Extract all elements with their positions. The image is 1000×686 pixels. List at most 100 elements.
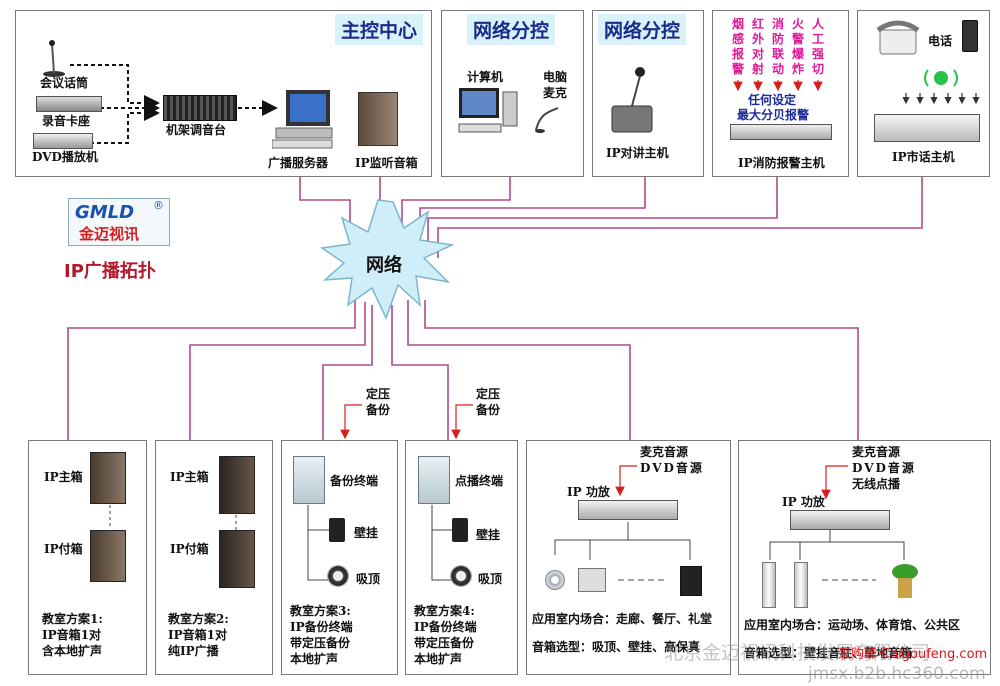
indoor-scene: 应用室内场合：走廊、餐厅、礼堂 [532,612,713,626]
backup-label-a2: 备份 [366,403,391,417]
backup-label-a1: 定压 [366,387,391,401]
dvd-player-icon [33,133,93,149]
monitor-speaker-icon [358,92,398,146]
outdoor-column-speaker-icon-1 [762,562,776,608]
plan1-box [28,440,147,675]
outdoor-scene: 应用室内场合：运动场、体育馆、公共区 [744,618,961,632]
logo-registered: ® [153,199,164,212]
dvd-label: DVD播放机 [32,150,98,164]
network-label: 网络 [366,255,402,276]
plan4-desc-4: 本地扩声 [414,652,463,666]
network-burst [319,199,455,320]
cassette-deck-icon [36,96,102,112]
fire-col-3: 消防联动 [771,17,784,76]
phone-label: 电话 [928,34,953,48]
company-watermark: 北京金迈视讯科技发展有限公司 [664,642,931,664]
indoor-source-2: DVD音源 [640,461,704,475]
plan3-desc-2: IP备份终端 [290,620,353,634]
fire-host-icon [730,124,832,140]
indoor-amp-label: IP 功放 [567,485,610,499]
plan3-terminal-icon [293,456,325,504]
backup-label-b1: 定压 [476,387,501,401]
phone-host-label: IP市话主机 [892,150,955,164]
audio-dashed-lines [70,64,278,144]
plan4-wall-speaker-icon [452,518,468,542]
company-logo: GMLD ® 金迈视讯 [68,198,170,246]
plan2-desc-2: IP音箱1对 [168,628,227,642]
telephone-icon [876,20,920,55]
plan4-desc-2: IP备份终端 [414,620,477,634]
fire-col-1: 烟感报警 [731,17,744,76]
outdoor-amp-label: IP 功放 [782,495,825,509]
phone-arrows [902,93,980,105]
plan2-main-speaker-icon [219,456,255,514]
plan3-desc-3: 带定压备份 [290,636,351,650]
indoor-speakers: 音箱选型：吸顶、壁挂、高保真 [532,640,701,654]
mobile-phone-icon [962,20,978,52]
plan3-ceiling-label: 吸顶 [356,572,381,586]
fire-host-label: IP消防报警主机 [738,156,825,170]
monitor-label: IP监听音箱 [355,156,418,170]
plan3-wall-speaker-icon [329,518,345,542]
outdoor-speakers: 音箱选型：壁挂音柱、草地音箱 [744,646,913,660]
fire-setting-1: 任何设定 [748,93,797,107]
outdoor-box [738,440,991,675]
computer-label: 计算机 [467,70,504,84]
master-control-header: 主控中心 [335,14,424,45]
outdoor-source-1: 麦克音源 [852,445,901,459]
plan2-desc-1: 教室方案2: [168,612,229,626]
plan4-ceiling-label: 吸顶 [478,572,503,586]
outdoor-column-speaker-icon-2 [794,562,808,608]
branch-control-header-2: 网络分控 [598,14,687,45]
fire-col-5: 人工强切 [811,17,824,76]
indoor-ceiling-speaker-icon [545,570,565,590]
plan3-terminal-label: 备份终端 [330,474,379,488]
plan1-main-label: IP主箱 [44,470,83,484]
pc-mic-label-2: 麦克 [543,86,568,100]
plan4-wall-label: 壁挂 [476,528,501,542]
pc-mic-label-1: 电脑 [543,70,568,84]
plan3-desc-4: 本地扩声 [290,652,339,666]
mixer-label: 机架调音台 [166,123,227,137]
indoor-source-1: 麦克音源 [640,445,689,459]
indoor-wall-speaker-icon [578,568,606,592]
outdoor-source-3: 无线点播 [852,477,901,491]
logo-chinese: 金迈视讯 [79,225,140,243]
plan4-terminal-label: 点播终端 [455,474,504,488]
plan2-main-label: IP主箱 [170,470,209,484]
site-watermark: 采购蜂 Caigoufeng.com [838,647,988,662]
internal-lines [109,505,905,581]
phone-host-icon [874,114,980,142]
signal-icon [924,69,958,87]
plan1-sub-label: IP付箱 [44,542,83,556]
fire-col-2: 红外对射 [751,17,764,76]
conference-mic-icon [43,40,65,77]
plan1-desc-3: 含本地扩声 [42,644,103,658]
plan3-wall-label: 壁挂 [354,526,379,540]
backup-arrows [340,404,848,500]
backup-label-b2: 备份 [476,403,501,417]
plan4-desc-1: 教室方案4: [414,604,475,618]
computer-icon [458,88,518,133]
plan4-terminal-icon [418,456,450,504]
indoor-box [526,440,731,675]
plan1-sub-speaker-icon [90,530,126,582]
fire-alarm-box [712,10,849,177]
outdoor-amp-icon [790,510,890,530]
plan4-desc-3: 带定压备份 [414,636,475,650]
intercom-label: IP对讲主机 [606,146,669,160]
fire-col-4: 火警爆炸 [791,17,804,76]
plan2-desc-3: 纯IP广播 [168,644,219,658]
pc-mic-icon [535,107,559,133]
indoor-amp-icon [578,500,678,520]
url-watermark: jmsx.b2b.hc360.com [808,664,986,684]
lawn-speaker-icon [892,564,918,598]
plan1-desc-1: 教室方案1: [42,612,103,626]
plan3-ceiling-speaker-icon [327,565,349,587]
plan4-ceiling-speaker-icon [450,565,472,587]
diagram-title: IP广播拓扑 [64,261,156,282]
fire-arrows [733,80,823,92]
fire-setting-2: 最大分贝报警 [737,108,810,122]
